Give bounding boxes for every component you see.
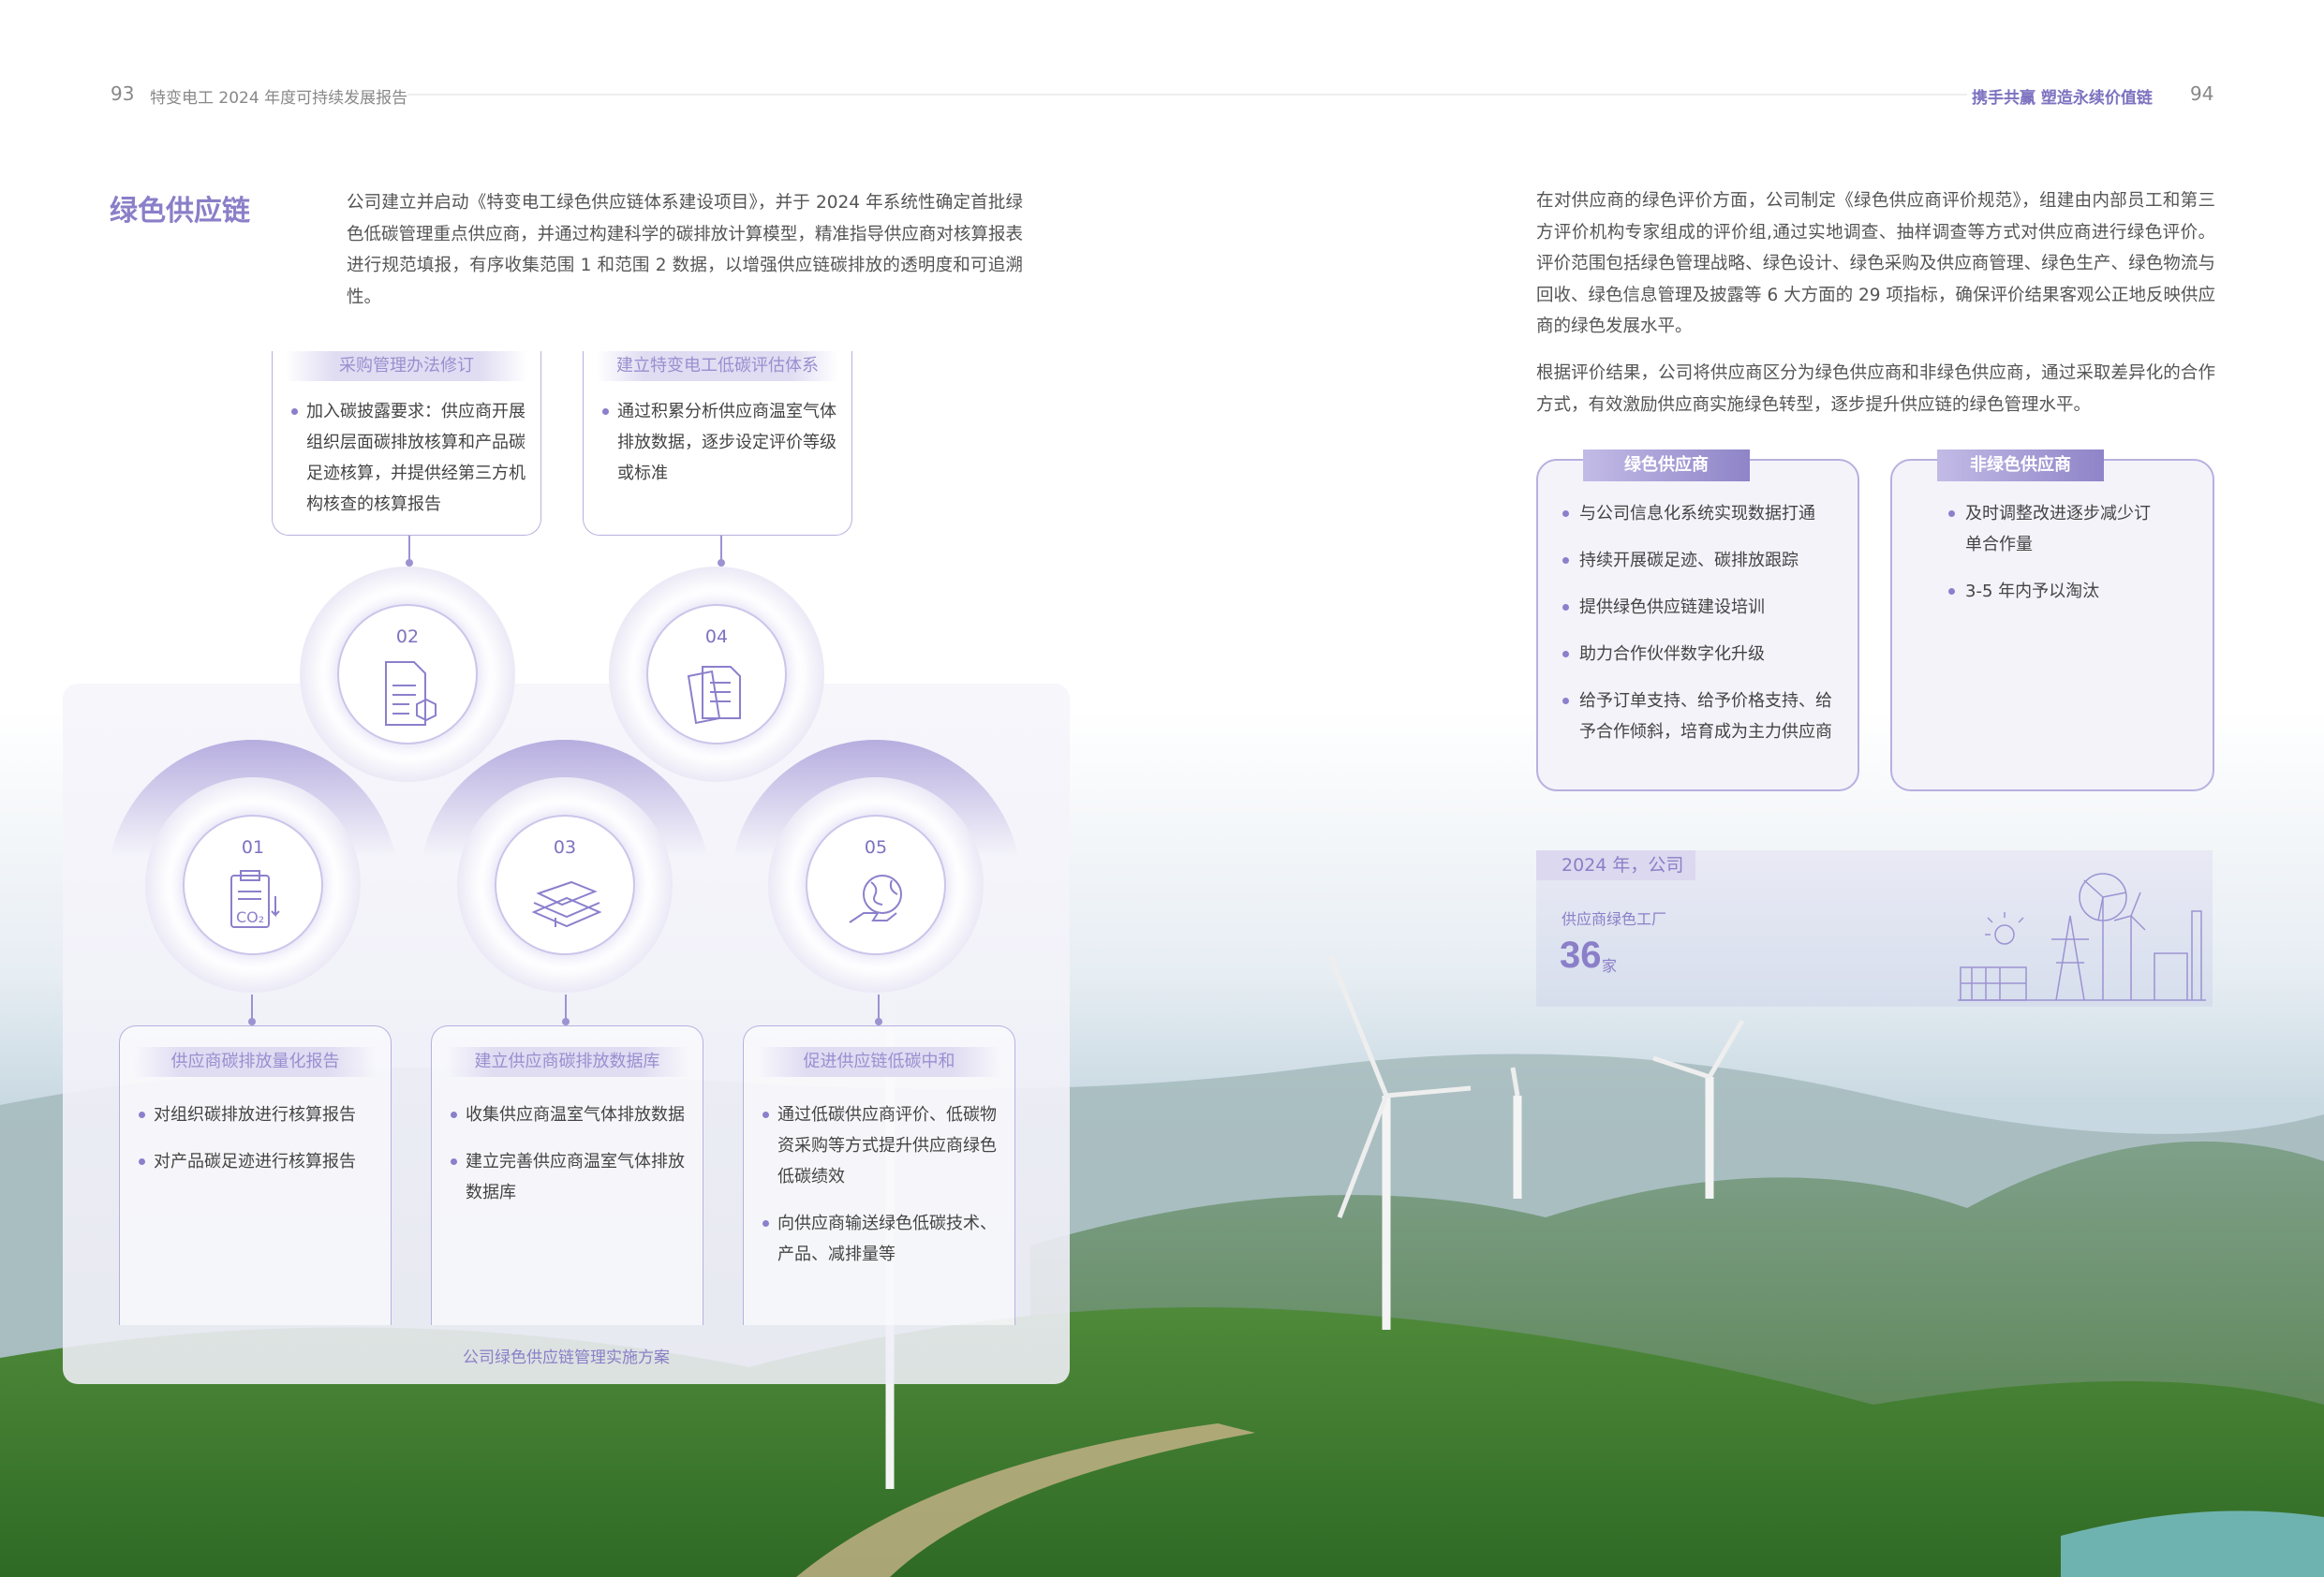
step-title: 采购管理办法修订	[286, 351, 527, 381]
documents-icon	[687, 666, 741, 725]
step-number: 04	[704, 626, 729, 647]
step-item: 通过低碳供应商评价、低碳物资采购等方式提升供应商绿色低碳绩效	[761, 1099, 1003, 1192]
green-supplier-card: 绿色供应商 与公司信息化系统实现数据打通持续开展碳足迹、碳排放跟踪提供绿色供应链…	[1536, 450, 1859, 791]
step-number: 05	[864, 837, 888, 858]
step-card-03: 建立供应商碳排放数据库 收集供应商温室气体排放数据建立完善供应商温室气体排放数据…	[431, 1025, 703, 1325]
connector	[248, 995, 256, 1025]
step-number: 02	[395, 626, 420, 647]
list-item: 持续开展碳足迹、碳排放跟踪	[1561, 545, 1841, 576]
step-item: 对组织碳排放进行核算报告	[137, 1099, 379, 1130]
step-number: 03	[553, 837, 577, 858]
svg-text:CO₂: CO₂	[236, 908, 264, 926]
list-item: 给予订单支持、给予价格支持、给予合作倾斜，培育成为主力供应商	[1561, 685, 1841, 747]
step-title: 建立特变电工低碳评估体系	[597, 351, 838, 381]
step-item: 收集供应商温室气体排放数据	[449, 1099, 691, 1130]
clipboard-co2-icon: CO₂	[230, 870, 280, 928]
scheme-caption: 公司绿色供应链管理实施方案	[463, 1349, 670, 1367]
section-title: 携手共赢 塑造永续价值链	[1972, 89, 2153, 108]
connector	[875, 995, 882, 1025]
step-title: 建立供应商碳排放数据库	[445, 1047, 689, 1077]
left-page-number: 93	[111, 82, 135, 105]
stat-value: 36	[1560, 935, 1602, 976]
green-supplier-title: 绿色供应商	[1583, 450, 1750, 481]
right-page-number: 94	[2190, 82, 2214, 105]
list-item: 及时调整改进逐步减少订单合作量	[1947, 498, 2156, 560]
connector	[406, 536, 413, 567]
report-title: 特变电工 2024 年度可持续发展报告	[150, 89, 408, 108]
non-green-supplier-title: 非绿色供应商	[1937, 450, 2104, 481]
earth-hand-icon	[849, 875, 902, 923]
intro-paragraph: 公司建立并启动《特变电工绿色供应链体系建设项目》，并于 2024 年系统性确定首…	[347, 193, 1023, 307]
step-card-02: 采购管理办法修订 加入碳披露要求：供应商开展组织层面碳排放核算和产品碳足迹核算，…	[272, 351, 541, 536]
step-circle-01: 01 CO₂	[145, 777, 361, 993]
step-circle-02: 02	[300, 567, 515, 782]
database-stack-icon	[531, 880, 602, 928]
green-factory-stat: 2024 年，公司 供应商绿色工厂 36 家	[1536, 850, 2213, 1007]
page-title: 绿色供应链	[110, 195, 250, 228]
step-title: 供应商碳排放量化报告	[133, 1047, 377, 1077]
step-circle-04: 04	[609, 567, 824, 782]
classification-paragraph: 根据评价结果，公司将供应商区分为绿色供应商和非绿色供应商，通过采取差异化的合作方…	[1536, 363, 2215, 415]
step-title: 促进供应链低碳中和	[757, 1047, 1001, 1077]
step-number: 01	[241, 837, 265, 858]
step-card-05: 促进供应链低碳中和 通过低碳供应商评价、低碳物资采购等方式提升供应商绿色低碳绩效…	[743, 1025, 1015, 1325]
list-item: 提供绿色供应链建设培训	[1561, 592, 1841, 623]
step-circle-05: 05	[768, 777, 984, 993]
step-item: 建立完善供应商温室气体排放数据库	[449, 1146, 691, 1208]
stat-unit: 家	[1602, 957, 1618, 975]
step-item: 加入碳披露要求：供应商开展组织层面碳排放核算和产品碳足迹核算，并提供经第三方机构…	[289, 396, 529, 520]
evaluation-paragraph: 在对供应商的绿色评价方面，公司制定《绿色供应商评价规范》，组建由内部员工和第三方…	[1536, 191, 2215, 336]
header-divider	[407, 94, 1967, 96]
step-card-04: 建立特变电工低碳评估体系 通过积累分析供应商温室气体排放数据，逐步设定评价等级或…	[583, 351, 852, 536]
step-item: 通过积累分析供应商温室气体排放数据，逐步设定评价等级或标准	[600, 396, 840, 489]
step-card-01: 供应商碳排放量化报告 对组织碳排放进行核算报告对产品碳足迹进行核算报告	[119, 1025, 392, 1325]
stat-label: 供应商绿色工厂	[1562, 910, 1667, 928]
list-item: 与公司信息化系统实现数据打通	[1561, 498, 1841, 529]
connector	[718, 536, 725, 567]
connector	[562, 995, 570, 1025]
step-item: 向供应商输送绿色低碳技术、产品、减排量等	[761, 1208, 1003, 1270]
document-box-icon	[385, 661, 437, 726]
green-energy-illustration-icon	[1958, 873, 2206, 1001]
list-item: 3-5 年内予以淘汰	[1947, 576, 2156, 607]
list-item: 助力合作伙伴数字化升级	[1561, 639, 1841, 670]
step-item: 对产品碳足迹进行核算报告	[137, 1146, 379, 1177]
stat-tag: 2024 年，公司	[1536, 850, 1695, 880]
non-green-supplier-card: 非绿色供应商 及时调整改进逐步减少订单合作量 3-5 年内予以淘汰	[1890, 450, 2214, 791]
step-circle-03: 03	[457, 777, 673, 993]
